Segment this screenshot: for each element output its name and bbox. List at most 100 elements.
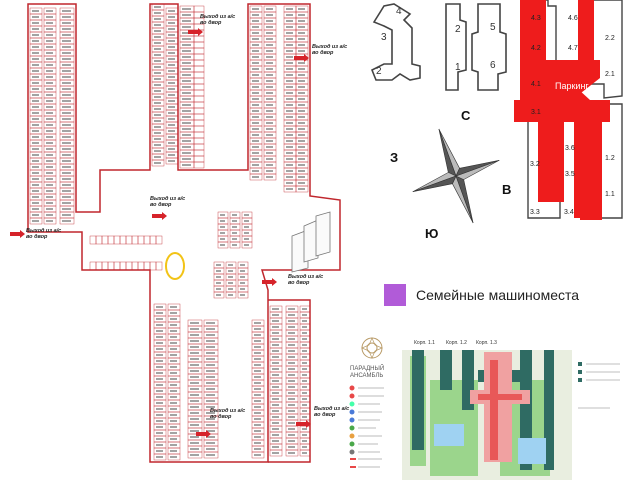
- slot-number-mark: [46, 70, 53, 72]
- slot-number-mark: [266, 134, 273, 136]
- slot-number-mark: [32, 22, 39, 24]
- slot-number-mark: [272, 386, 279, 388]
- slot-number-mark: [154, 132, 161, 134]
- slot-number-mark: [170, 318, 177, 320]
- slot-number-mark: [206, 358, 215, 360]
- slot-number-mark: [302, 374, 307, 376]
- slot-number-mark: [302, 434, 307, 436]
- slot-number-mark: [168, 40, 175, 42]
- slot-number-mark: [170, 378, 177, 380]
- slot-number-mark: [288, 428, 295, 430]
- slot-number-mark: [254, 448, 261, 450]
- slot-number-mark: [170, 426, 177, 428]
- slot-number-mark: [206, 376, 215, 378]
- slot-number-mark: [252, 92, 259, 94]
- slot-number-mark: [46, 160, 53, 162]
- slot-number-mark: [182, 38, 191, 40]
- slot-number-mark: [286, 104, 293, 106]
- slot-number-mark: [62, 166, 71, 168]
- slot-number-mark: [232, 226, 237, 228]
- section-label: 3.2: [530, 161, 540, 168]
- slot-number-mark: [32, 88, 39, 90]
- slot-number-mark: [298, 26, 305, 28]
- slot-number-mark: [298, 110, 305, 112]
- slot-number-mark: [252, 68, 259, 70]
- slot-number-mark: [32, 118, 39, 120]
- exit-marker: Выход из а/сво двор: [296, 406, 349, 428]
- slot-number-mark: [32, 220, 39, 222]
- slot-number-mark: [266, 128, 273, 130]
- slot-number-mark: [62, 46, 71, 48]
- slot-number-mark: [182, 68, 191, 70]
- slot-number-mark: [272, 398, 279, 400]
- slot-number-mark: [170, 324, 177, 326]
- slot-number-mark: [286, 110, 293, 112]
- parking-slot: [29, 217, 43, 225]
- slot-number-mark: [266, 98, 273, 100]
- slot-number-mark: [288, 320, 295, 322]
- slot-number-mark: [62, 16, 71, 18]
- slot-number-mark: [206, 400, 215, 402]
- slot-number-mark: [154, 108, 161, 110]
- exit-label-line2: во двор: [314, 412, 336, 418]
- slot-number-mark: [62, 52, 71, 54]
- slot-number-mark: [182, 110, 191, 112]
- slot-number-mark: [168, 142, 175, 144]
- slot-number-mark: [286, 140, 293, 142]
- slot-number-mark: [286, 152, 293, 154]
- parking-slot: [43, 217, 57, 225]
- slot-number-mark: [168, 136, 175, 138]
- slot-number-mark: [170, 402, 177, 404]
- slot-number-mark: [46, 196, 53, 198]
- slot-number-mark: [62, 190, 71, 192]
- slot-number-mark: [170, 396, 177, 398]
- slot-number-mark: [206, 340, 215, 342]
- slot-number-mark: [168, 94, 175, 96]
- slot-number-mark: [298, 164, 305, 166]
- slot-number-mark: [266, 62, 273, 64]
- slot-number-mark: [156, 408, 163, 410]
- slot-number-mark: [156, 330, 163, 332]
- exit-label-line2: во двор: [200, 20, 222, 26]
- compass-north: С: [461, 108, 471, 123]
- slot-number-mark: [62, 118, 71, 120]
- slot-number-mark: [298, 134, 305, 136]
- exit-label-line1: Выход из а/с: [26, 228, 61, 234]
- slot-number-mark: [272, 392, 279, 394]
- slot-number-mark: [288, 356, 295, 358]
- slot-number-mark: [190, 424, 199, 426]
- slot-number-mark: [216, 282, 221, 284]
- slot-number-mark: [32, 130, 39, 132]
- slot-number-mark: [168, 10, 175, 12]
- slot-number-mark: [286, 188, 293, 190]
- parking-slot: [153, 453, 167, 461]
- slot-number-mark: [62, 172, 71, 174]
- slot-number-mark: [220, 214, 225, 216]
- slot-number-mark: [302, 440, 307, 442]
- slot-number-mark: [252, 26, 259, 28]
- slot-number-mark: [170, 330, 177, 332]
- slot-number-mark: [240, 264, 245, 266]
- slot-number-mark: [232, 244, 237, 246]
- slot-number-mark: [266, 86, 273, 88]
- slot-number-mark: [46, 208, 53, 210]
- slot-number-mark: [182, 98, 191, 100]
- slot-number-mark: [170, 348, 177, 350]
- slot-number-mark: [252, 158, 259, 160]
- slot-number-mark: [228, 264, 233, 266]
- slot-number-mark: [62, 124, 71, 126]
- slot-number-mark: [32, 40, 39, 42]
- slot-number-mark: [32, 16, 39, 18]
- slot-number-mark: [266, 26, 273, 28]
- slot-number-mark: [298, 122, 305, 124]
- slot-number-mark: [62, 112, 71, 114]
- slot-number-mark: [298, 128, 305, 130]
- slot-number-mark: [168, 88, 175, 90]
- exit-arrow-icon: [296, 420, 311, 428]
- slot-number-mark: [206, 382, 215, 384]
- slot-number-mark: [190, 418, 199, 420]
- slot-number-mark: [62, 10, 71, 12]
- slot-number-mark: [302, 380, 307, 382]
- slot-number-mark: [62, 70, 71, 72]
- slot-number-mark: [286, 86, 293, 88]
